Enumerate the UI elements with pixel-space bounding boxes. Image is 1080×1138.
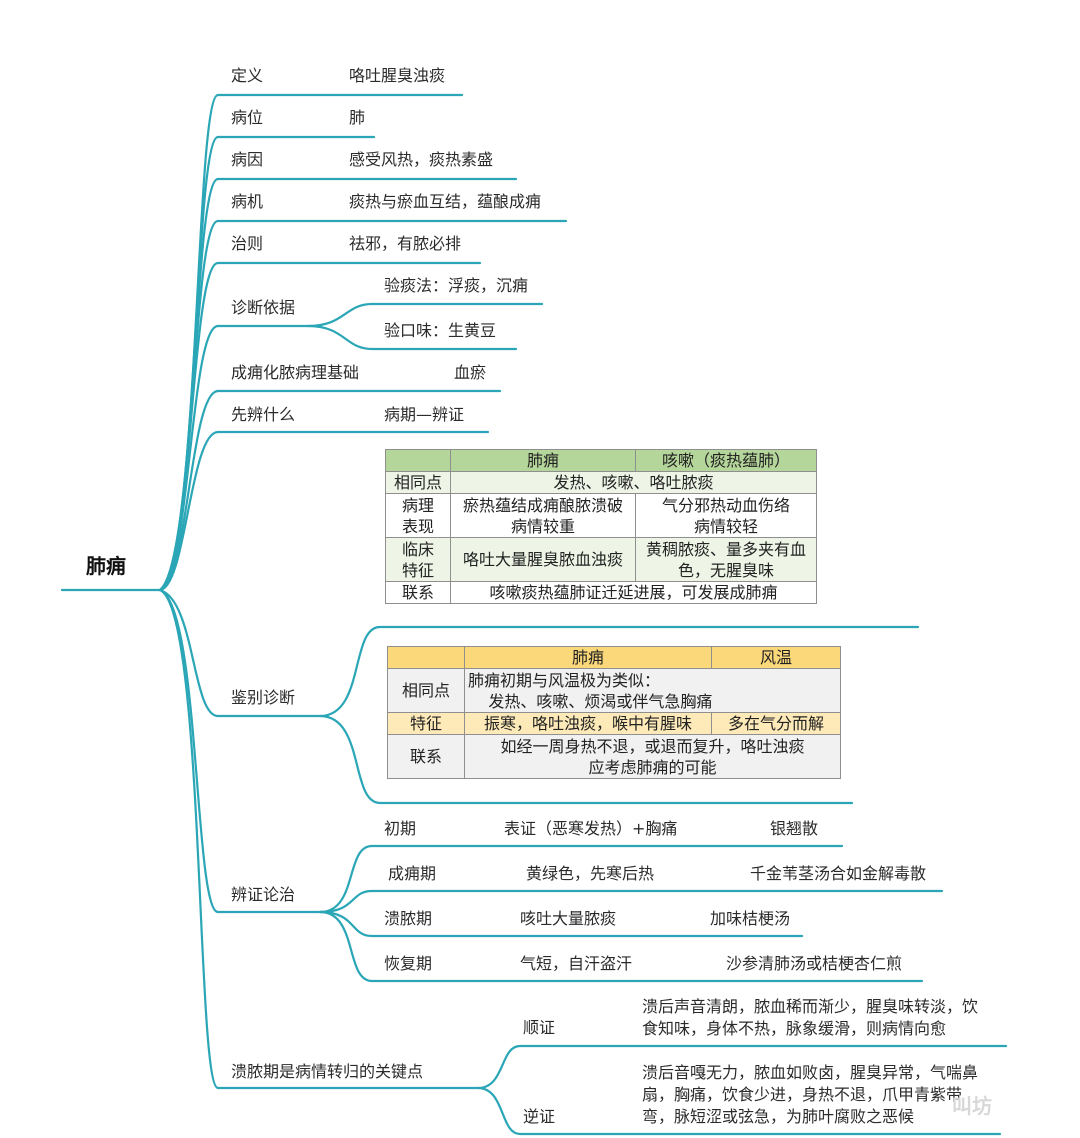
branch-differential-label: 鉴别诊断 [231, 688, 296, 707]
root-node-title: 肺痈 [86, 554, 126, 578]
branch-mechanism-label: 病机 [231, 192, 264, 211]
row-label-line: 表现 [401, 516, 434, 536]
stage-sign: 黄绿色，先寒后热 [526, 864, 655, 883]
table-cell: 瘀热蕴结成痈酿脓溃破病情较重 [450, 493, 636, 538]
branch-definition-value: 咯吐腥臭浊痰 [349, 66, 446, 85]
cell-line: 应考虑肺痈的可能 [588, 757, 717, 777]
text-line: 溃后音嘎无力，脓血如败卤，腥臭异常，气喘鼻 [642, 1063, 979, 1082]
comparison-table-wind-warmth: 肺痈 风温 相同点 肺痈初期与风温极为类似： 发热、咳嗽、烦渴或伴气急胸痛 特征… [387, 646, 841, 779]
text-line: 扇，胸痛，饮食少进，身热不退，爪甲青紫带 [642, 1085, 963, 1104]
branch-keypoint-label: 溃脓期是病情转归的关键点 [231, 1062, 424, 1081]
table-corner [387, 646, 465, 669]
branch-cause-label: 病因 [231, 150, 264, 169]
cell-line: 瘀热蕴结成痈酿脓溃破 [462, 495, 623, 515]
row-label: 联系 [385, 581, 451, 604]
row-label: 相同点 [385, 471, 451, 494]
table-header: 肺痈 [464, 646, 712, 669]
row-label-line: 临床 [401, 539, 434, 559]
branch-first-label: 先辨什么 [231, 405, 296, 424]
branch-mechanism-value: 痰热与瘀血互结，蕴酿成痈 [349, 192, 542, 211]
cell-line: 气分邪热动血伤络 [661, 495, 790, 515]
favorable-course-label: 顺证 [523, 1018, 556, 1037]
cell-line: 病情较重 [510, 516, 575, 536]
row-label: 相同点 [387, 668, 465, 713]
table-corner [385, 449, 451, 472]
branch-diagnosis-label: 诊断依据 [231, 298, 296, 317]
table-cell: 气分邪热动血伤络病情较轻 [635, 493, 817, 538]
watermark-logo: 叫坊 [952, 1094, 992, 1118]
stage-name: 恢复期 [384, 954, 433, 973]
stage-name: 成痈期 [388, 864, 437, 883]
stage-sign: 表证（恶寒发热）+胸痛 [504, 819, 678, 838]
text-line: 弯，脉短涩或弦急，为肺叶腐败之恶候 [642, 1107, 915, 1126]
stage-prescription: 沙参清肺汤或桔梗杏仁煎 [726, 954, 903, 973]
branch-site-value: 肺 [349, 108, 366, 127]
cell-line: 如经一周身热不退，或退而复升，咯吐浊痰 [500, 736, 805, 756]
branch-principle-label: 治则 [231, 234, 264, 253]
row-label: 临床特征 [385, 537, 451, 582]
table-cell: 发热、咳嗽、咯吐脓痰 [450, 471, 817, 494]
table-cell: 肺痈初期与风温极为类似： 发热、咳嗽、烦渴或伴气急胸痛 [464, 668, 841, 713]
branch-site-label: 病位 [231, 108, 264, 127]
row-label: 病理表现 [385, 493, 451, 538]
stage-prescription: 千金苇茎汤合如金解毒散 [750, 864, 927, 883]
table-header: 风温 [711, 646, 841, 669]
stage-sign: 气短，自汗盗汗 [520, 954, 633, 973]
adverse-course-text: 溃后音嘎无力，脓血如败卤，腥臭异常，气喘鼻 扇，胸痛，饮食少进，身热不退，爪甲青… [642, 1062, 978, 1128]
cell-line: 黄稠脓痰、量多夹有血 [645, 539, 806, 559]
row-label: 特征 [387, 712, 465, 735]
cell-line: 肺痈初期与风温极为类似： [468, 670, 661, 690]
table-cell: 咯吐大量腥臭脓血浊痰 [450, 537, 636, 582]
diagnosis-item: 验口味：生黄豆 [384, 321, 497, 340]
adverse-course-label: 逆证 [523, 1107, 556, 1126]
row-label: 联系 [387, 734, 465, 779]
comparison-table-cough: 肺痈 咳嗽（痰热蕴肺） 相同点 发热、咳嗽、咯吐脓痰 病理表现 瘀热蕴结成痈酿脓… [385, 449, 817, 604]
table-header: 肺痈 [450, 449, 636, 472]
favorable-course-text: 溃后声音清朗，脓血稀而渐少，腥臭味转淡，饮 食知味，身体不热，脉象缓滑，则病情向… [642, 996, 978, 1040]
cell-line: 病情较轻 [693, 516, 758, 536]
branch-basis-label: 成痈化脓病理基础 [231, 363, 360, 382]
table-cell: 咳嗽痰热蕴肺证迁延进展，可发展成肺痈 [450, 581, 817, 604]
table-cell: 黄稠脓痰、量多夹有血色，无腥臭味 [635, 537, 817, 582]
branch-basis-value: 血瘀 [454, 363, 487, 382]
stage-prescription: 加味桔梗汤 [710, 909, 791, 928]
stage-name: 初期 [384, 819, 417, 838]
stage-prescription: 银翘散 [770, 819, 819, 838]
table-header: 咳嗽（痰热蕴肺） [635, 449, 817, 472]
table-cell: 如经一周身热不退，或退而复升，咯吐浊痰应考虑肺痈的可能 [464, 734, 841, 779]
row-label-line: 病理 [401, 495, 434, 515]
branch-principle-value: 祛邪，有脓必排 [349, 234, 462, 253]
row-label-line: 特征 [401, 560, 434, 580]
stage-name: 溃脓期 [384, 909, 433, 928]
cell-line: 发热、咳嗽、烦渴或伴气急胸痛 [488, 691, 713, 711]
branch-definition-label: 定义 [231, 66, 264, 85]
stage-sign: 咳吐大量脓痰 [520, 909, 617, 928]
text-line: 溃后声音清朗，脓血稀而渐少，腥臭味转淡，饮 [642, 997, 979, 1016]
diagnosis-item: 验痰法：浮痰，沉痈 [384, 276, 529, 295]
cell-line: 色，无腥臭味 [677, 560, 774, 580]
branch-treatment-label: 辨证论治 [231, 885, 296, 904]
branch-cause-value: 感受风热，痰热素盛 [349, 150, 494, 169]
text-line: 食知味，身体不热，脉象缓滑，则病情向愈 [642, 1019, 947, 1038]
table-cell: 振寒，咯吐浊痰，喉中有腥味 [464, 712, 712, 735]
table-cell: 多在气分而解 [711, 712, 841, 735]
branch-first-value: 病期—辨证 [384, 405, 465, 424]
